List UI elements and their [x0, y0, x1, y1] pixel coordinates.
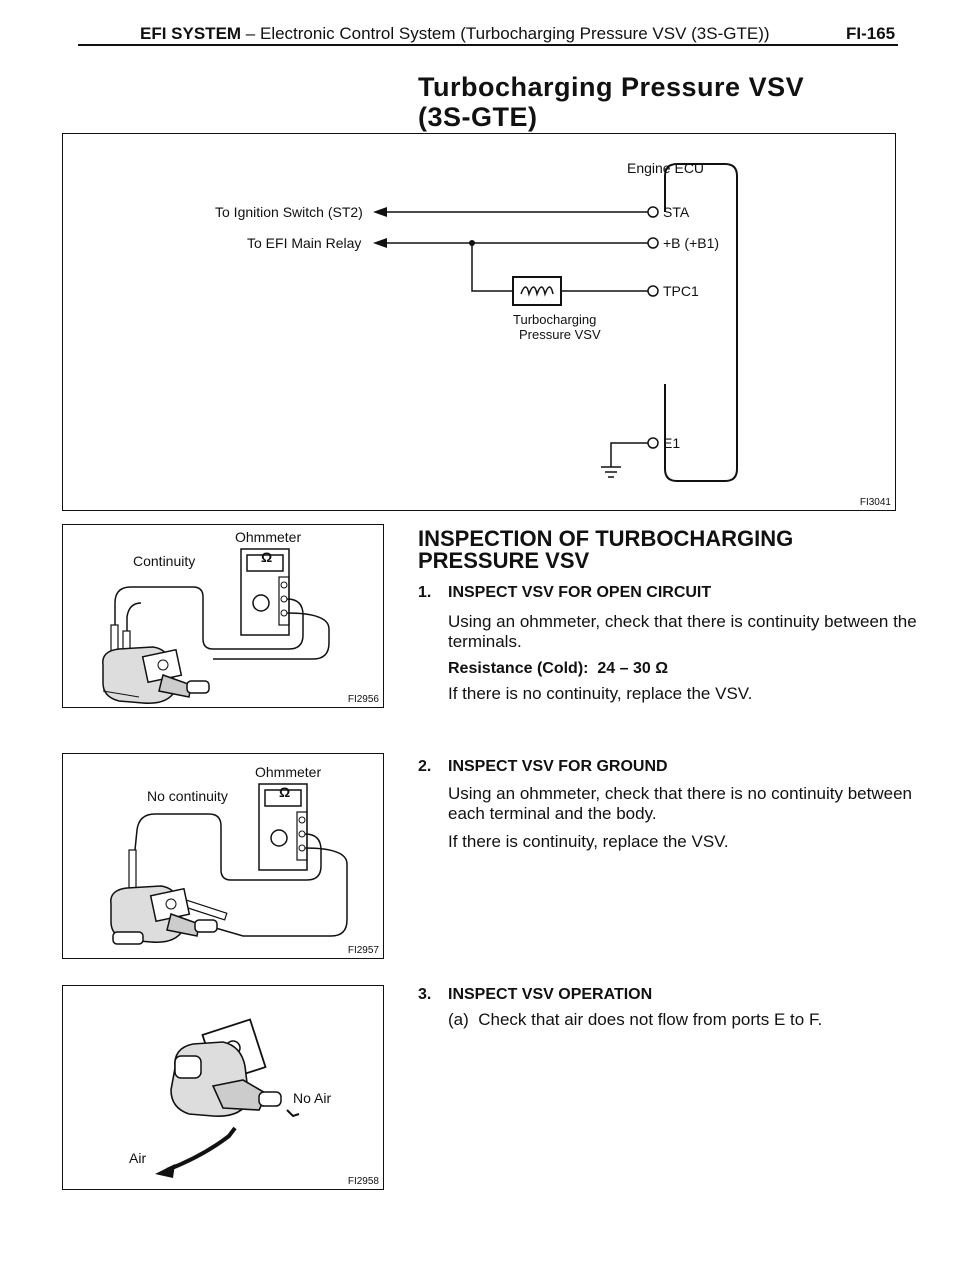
step3-heading: INSPECT VSV OPERATION — [448, 986, 653, 1003]
air-flow-illustration — [155, 1018, 300, 1178]
page-title-line2: (3S-GTE) — [418, 102, 538, 132]
terminal-tpc1: TPC1 — [663, 283, 699, 299]
wiring-diagram: Engine ECU To Ignition Switch (ST2) To E… — [62, 133, 896, 511]
no-continuity-label: No continuity — [147, 788, 228, 804]
efi-relay-label: To EFI Main Relay — [247, 235, 362, 251]
page-header: EFI SYSTEM – Electronic Control System (… — [140, 24, 770, 44]
terminal-sta: STA — [663, 204, 690, 220]
page-title: Turbocharging Pressure VSV (3S-GTE) — [418, 72, 804, 132]
terminal-e1: E1 — [663, 435, 681, 451]
header-section: EFI SYSTEM — [140, 24, 242, 43]
air-label: Air — [129, 1150, 147, 1166]
step3-number: 3. — [418, 986, 432, 1003]
inspection-title-line1: INSPECTION OF TURBOCHARGING — [418, 526, 794, 551]
step1-spec: Resistance (Cold): 24 – 30 Ω — [448, 660, 668, 678]
step1-note: If there is no continuity, replace the V… — [448, 684, 753, 703]
figure-air-flow: Air No Air FI2958 — [62, 985, 384, 1190]
step1-spec-value: 24 – 30 Ω — [597, 660, 669, 677]
step3-sub-label: (a) — [448, 1010, 469, 1029]
continuity-illustration — [102, 548, 330, 704]
ignition-switch-label: To Ignition Switch (ST2) — [215, 204, 363, 220]
step1-number: 1. — [418, 584, 432, 601]
omega-symbol: Ω — [279, 784, 291, 800]
header-subtitle: – Electronic Control System (Turbochargi… — [241, 24, 770, 43]
page-number: FI-165 — [846, 24, 896, 43]
page-title-line1: Turbocharging Pressure VSV — [418, 72, 805, 102]
inspection-title: INSPECTION OF TURBOCHARGING PRESSURE VSV — [418, 528, 793, 572]
continuity-label: Continuity — [133, 553, 196, 569]
vsv-label-2: Pressure VSV — [519, 327, 601, 342]
ecu-label: Engine ECU — [627, 160, 705, 176]
vsv-label-1: Turbocharging — [513, 312, 597, 327]
step3-text: Check that air does not flow from ports … — [478, 1010, 823, 1029]
figure-id: FI2957 — [347, 945, 379, 956]
omega-symbol: Ω — [261, 549, 273, 565]
header-rule — [78, 44, 898, 46]
step2-heading: INSPECT VSV FOR GROUND — [448, 758, 668, 775]
no-air-label: No Air — [293, 1090, 332, 1106]
step2-note: If there is continuity, replace the VSV. — [448, 832, 729, 851]
figure-id: FI3041 — [859, 497, 891, 508]
figure-id: FI2956 — [347, 694, 379, 705]
step2-number: 2. — [418, 758, 432, 775]
step3-substep: (a) Check that air does not flow from po… — [448, 1010, 822, 1030]
no-continuity-illustration — [110, 783, 348, 945]
ohmmeter-label: Ohmmeter — [235, 529, 302, 545]
wiring-diagram-svg — [373, 163, 738, 482]
terminal-b: +B (+B1) — [663, 235, 720, 251]
figure-no-continuity: Ohmmeter Ω No continuity FI2957 — [62, 753, 384, 959]
inspection-title-line2: PRESSURE VSV — [418, 548, 590, 573]
step2-text: Using an ohmmeter, check that there is n… — [448, 784, 912, 823]
figure-id: FI2958 — [347, 1176, 379, 1187]
ohmmeter-label: Ohmmeter — [255, 764, 322, 780]
figure-continuity: Ohmmeter Ω Continuity FI2956 — [62, 524, 384, 708]
step1-spec-label: Resistance (Cold): — [448, 660, 589, 677]
step1-text: Using an ohmmeter, check that there is c… — [448, 612, 917, 651]
step1-heading: INSPECT VSV FOR OPEN CIRCUIT — [448, 584, 712, 601]
